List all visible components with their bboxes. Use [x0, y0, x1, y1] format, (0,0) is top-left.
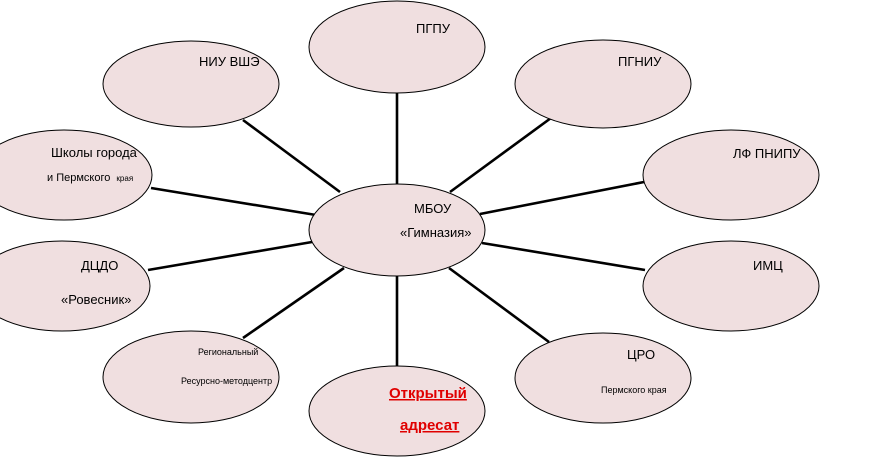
node-cro-label-line1: ЦРО: [627, 347, 655, 362]
node-schools-label-line2-small: края: [116, 174, 133, 183]
connector-lf-pnipu: [479, 180, 645, 216]
connector-pgniu: [449, 116, 552, 194]
connector-rmc: [242, 266, 345, 340]
node-cro: ЦРО Пермского края: [514, 332, 692, 424]
node-imc: ИМЦ: [642, 240, 820, 332]
node-schools-label-line1: Школы города: [51, 145, 138, 160]
node-imc-label: ИМЦ: [753, 258, 783, 273]
node-dcdo: ДЦДО «Ровесник»: [0, 240, 151, 332]
node-schools-label-line2: и Пермского края: [47, 172, 133, 184]
node-open-addressee[interactable]: Открытый адресат: [308, 365, 486, 457]
node-lf-pnipu: ЛФ ПНИПУ: [642, 129, 820, 221]
connector-dcdo: [147, 240, 313, 272]
node-niu-vshe: НИУ ВШЭ: [102, 40, 280, 128]
connector-niu-vshe: [242, 118, 341, 194]
node-schools-label-line2-main: и Пермского: [47, 172, 110, 184]
node-pgpu: ПГПУ: [308, 0, 486, 94]
open-addressee-link-line2[interactable]: адресат: [400, 417, 459, 434]
open-addressee-link-line1[interactable]: Открытый: [389, 385, 467, 402]
node-schools: Школы города и Пермского края: [0, 129, 153, 221]
node-rmc-label-line1: Региональный: [198, 347, 258, 357]
node-dcdo-label-line2: «Ровесник»: [61, 292, 131, 307]
connector-cro: [448, 266, 550, 344]
center-label-line1: МБОУ: [414, 201, 452, 216]
node-pgniu: ПГНИУ: [514, 39, 692, 129]
node-center-gymnasium: МБОУ «Гимназия»: [308, 183, 486, 277]
node-rmc-label-line2: Ресурсно-методцентр: [181, 376, 272, 386]
node-niu-vshe-label: НИУ ВШЭ: [199, 54, 260, 69]
connector-schools: [150, 186, 317, 217]
node-pgpu-label: ПГПУ: [416, 21, 451, 36]
node-pgniu-label: ПГНИУ: [618, 54, 662, 69]
node-cro-label-line2: Пермского края: [601, 385, 667, 395]
connectors: [147, 93, 646, 366]
node-dcdo-label-line1: ДЦДО: [81, 258, 118, 273]
node-rmc: Региональный Ресурсно-методцентр: [102, 330, 280, 424]
connector-imc: [481, 241, 646, 272]
node-lf-pnipu-label: ЛФ ПНИПУ: [733, 146, 801, 161]
center-label-line2: «Гимназия»: [400, 225, 472, 240]
